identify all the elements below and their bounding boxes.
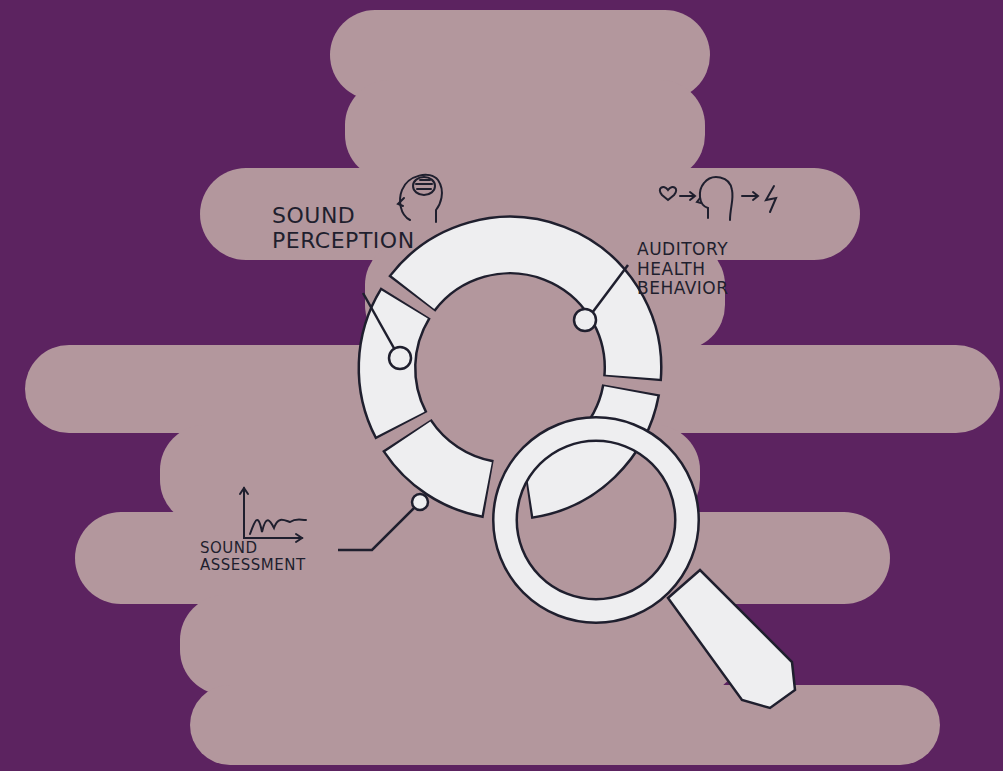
ring-segment-outline: [407, 435, 489, 489]
segment-label: AUDITORY HEALTH BEHAVIOR: [637, 240, 762, 299]
emotion-behavior-icon: [660, 177, 776, 220]
chart-icon: [240, 488, 306, 542]
ring-segment-outline: [412, 245, 633, 379]
cloud-background: [25, 10, 1000, 765]
leader-dots: [389, 309, 596, 510]
leader-lines: [338, 265, 628, 550]
ring-segment: [408, 437, 487, 489]
segment-label: SOUND ASSESSMENT: [200, 540, 330, 575]
ring-chart: [387, 245, 633, 490]
magnifier: [505, 429, 795, 708]
segment-label: SOUND PERCEPTION: [272, 203, 447, 254]
ring-segment: [413, 245, 633, 377]
head-brain-icon: [398, 175, 442, 222]
